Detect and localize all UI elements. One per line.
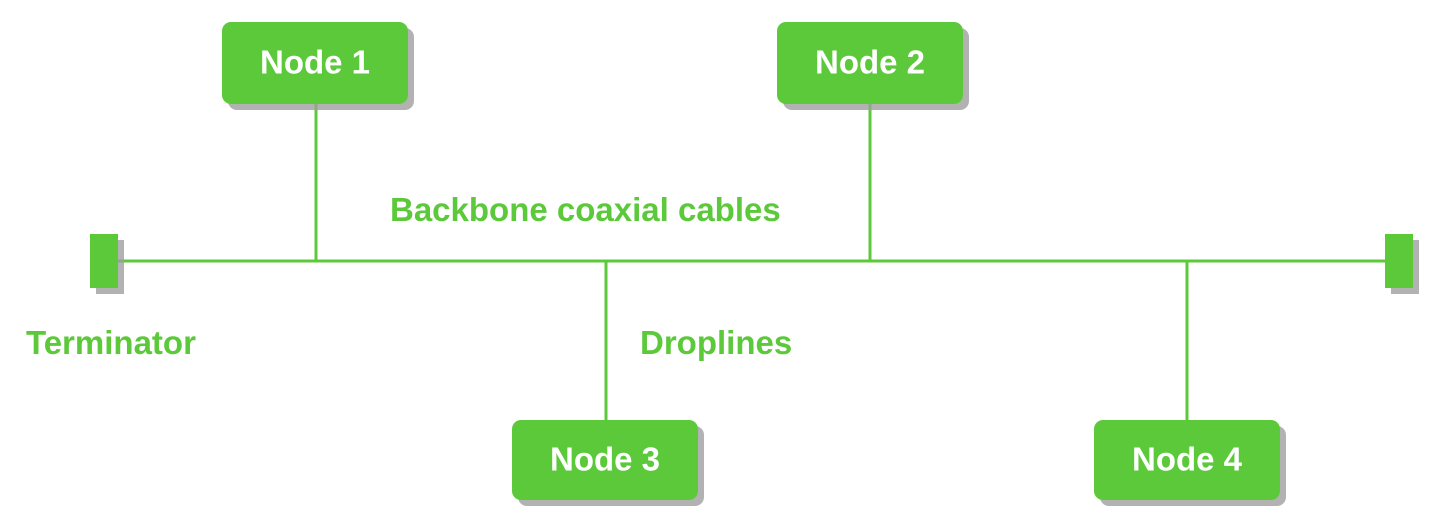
node-1-box <box>222 22 408 104</box>
node-3: Node 3 <box>512 420 698 500</box>
droplines-label: Droplines <box>640 324 792 361</box>
terminator-right <box>1385 234 1413 288</box>
node-2: Node 2 <box>777 22 963 104</box>
terminator-label: Terminator <box>26 324 196 361</box>
node-4-label: Node 4 <box>1132 441 1243 478</box>
backbone-label: Backbone coaxial cables <box>390 191 781 228</box>
node-1: Node 1 <box>222 22 408 104</box>
node-2-box <box>777 22 963 104</box>
node-1-label: Node 1 <box>260 44 370 81</box>
node-3-box <box>512 420 698 500</box>
node-4-box <box>1094 420 1280 500</box>
node-4: Node 4 <box>1094 420 1280 500</box>
terminator-left <box>90 234 118 288</box>
node-3-label: Node 3 <box>550 441 660 478</box>
node-2-label: Node 2 <box>815 44 925 81</box>
